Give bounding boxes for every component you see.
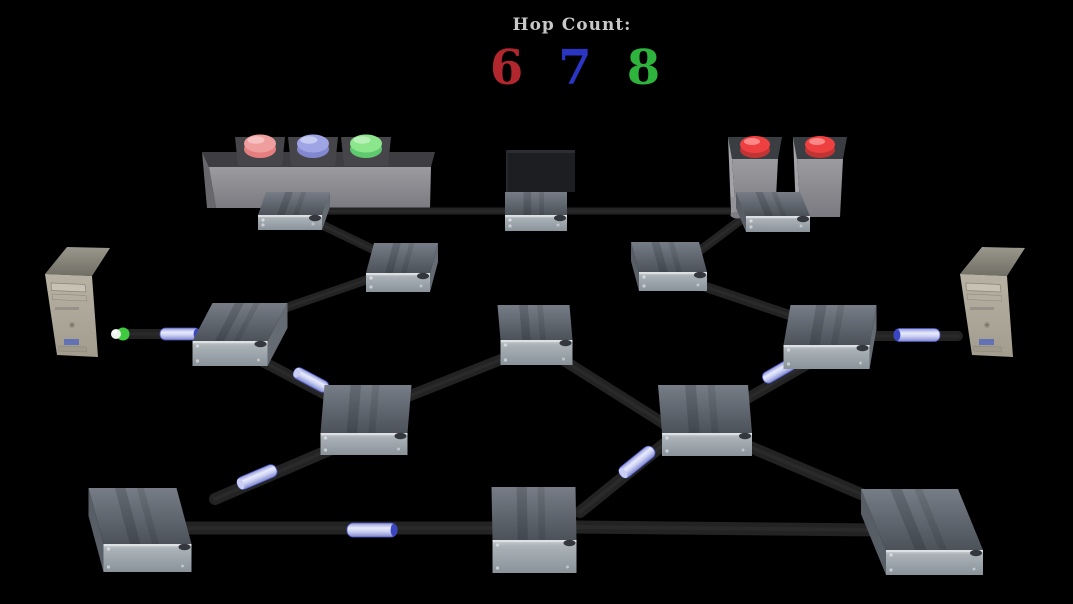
cable-bottom-center-bottom-right [568,520,887,537]
router-row3-left[interactable] [192,303,288,366]
computer-right [960,247,1025,357]
hop-count-values: 6 7 8 [425,44,725,92]
router-row3-right[interactable] [783,305,877,369]
router-row4-left[interactable] [320,385,412,455]
red-button-right-2[interactable] [805,136,835,158]
router-mid-left[interactable] [366,243,438,292]
platform-center [506,150,575,192]
green-led-computer-left [111,327,130,341]
computer-left [45,247,110,357]
button-panel-left [202,134,435,208]
router-bottom-right[interactable] [861,489,983,575]
router-row4-right[interactable] [658,385,752,456]
router-top-center[interactable] [505,192,567,231]
hop-count-title: Hop Count: [512,15,632,35]
green-button[interactable] [350,134,382,159]
hop-count-green: 8 [626,40,661,96]
router-row3-center[interactable] [497,305,573,365]
cable-row4-right-bottom-right [742,440,886,508]
router-bottom-left[interactable] [88,488,192,572]
packet-5 [618,445,656,479]
router-top-left[interactable] [258,192,330,230]
router-bottom-center[interactable] [491,487,577,573]
packet-3 [236,464,278,490]
cable-row3-center-row4-right [554,352,672,431]
router-top-right[interactable] [736,192,810,232]
hop-count-blue: 7 [558,40,592,96]
red-button-right-1[interactable] [740,136,770,158]
packet-7 [893,328,941,342]
hop-count-red: 6 [489,40,524,96]
red-button[interactable] [244,134,276,159]
cable-row4-left-row3-center [398,350,516,404]
packet-4 [346,522,398,538]
blue-button[interactable] [297,134,329,159]
router-mid-right[interactable] [631,242,707,291]
